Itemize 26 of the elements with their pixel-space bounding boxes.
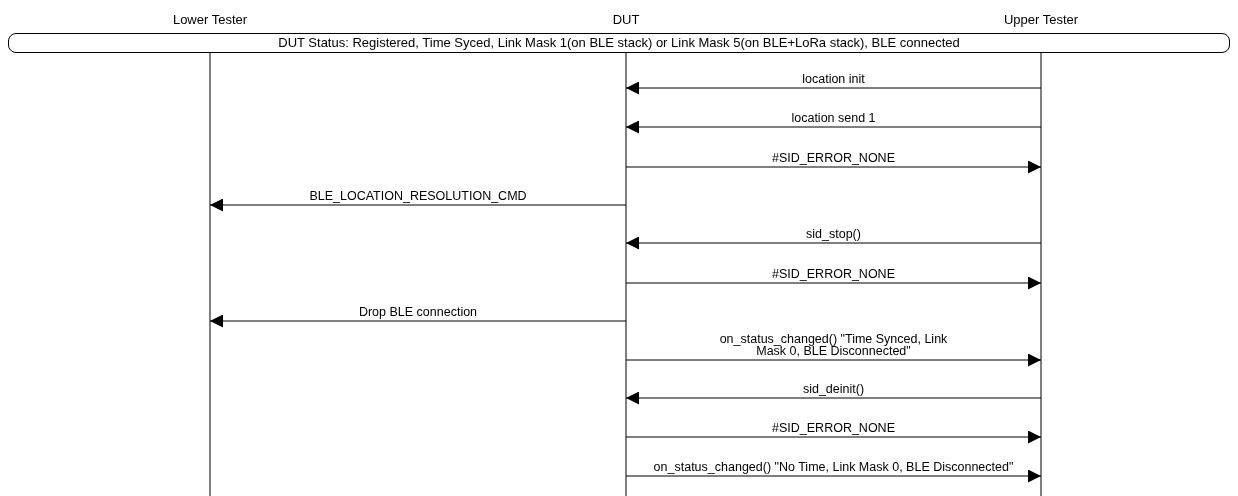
message-arrow: [209, 198, 627, 212]
message-arrow: [625, 160, 1042, 174]
lifeline-header: DUT: [612, 12, 640, 27]
status-band: DUT Status: Registered, Time Syced, Link Mask 1(on BLE stack) or Link Mask 5(on BLE+LoRa stack), BLE connected: [8, 33, 1230, 53]
message-label: location init: [802, 73, 865, 85]
message-label: on_status_changed() "Time Synced, Link Mask 0, BLE Disconnected": [718, 333, 949, 357]
message-label: location send 1: [791, 112, 876, 124]
message-label: sid_deinit(): [802, 383, 865, 395]
message-arrow: [625, 236, 1042, 250]
message-arrow: [625, 391, 1042, 405]
message-label: BLE_LOCATION_RESOLUTION_CMD: [309, 190, 527, 202]
message-arrow: [625, 276, 1042, 290]
message-arrow: [625, 120, 1042, 134]
message-label: sid_stop(): [806, 228, 861, 240]
message-label: #SID_ERROR_NONE: [772, 268, 895, 280]
message-label: #SID_ERROR_NONE: [772, 152, 895, 164]
message-label: on_status_changed() "No Time, Link Mask 0, BLE Disconnected": [653, 461, 1014, 473]
message-label: #SID_ERROR_NONE: [772, 422, 895, 434]
lifeline-header: Lower Tester: [172, 12, 248, 27]
lifeline-header: Upper Tester: [1003, 12, 1079, 27]
message-arrow: [625, 353, 1042, 367]
message-arrow: [625, 81, 1042, 95]
message-arrow: [209, 314, 627, 328]
message-label: Drop BLE connection: [358, 306, 478, 318]
message-arrow: [625, 469, 1042, 483]
message-arrow: [625, 430, 1042, 444]
